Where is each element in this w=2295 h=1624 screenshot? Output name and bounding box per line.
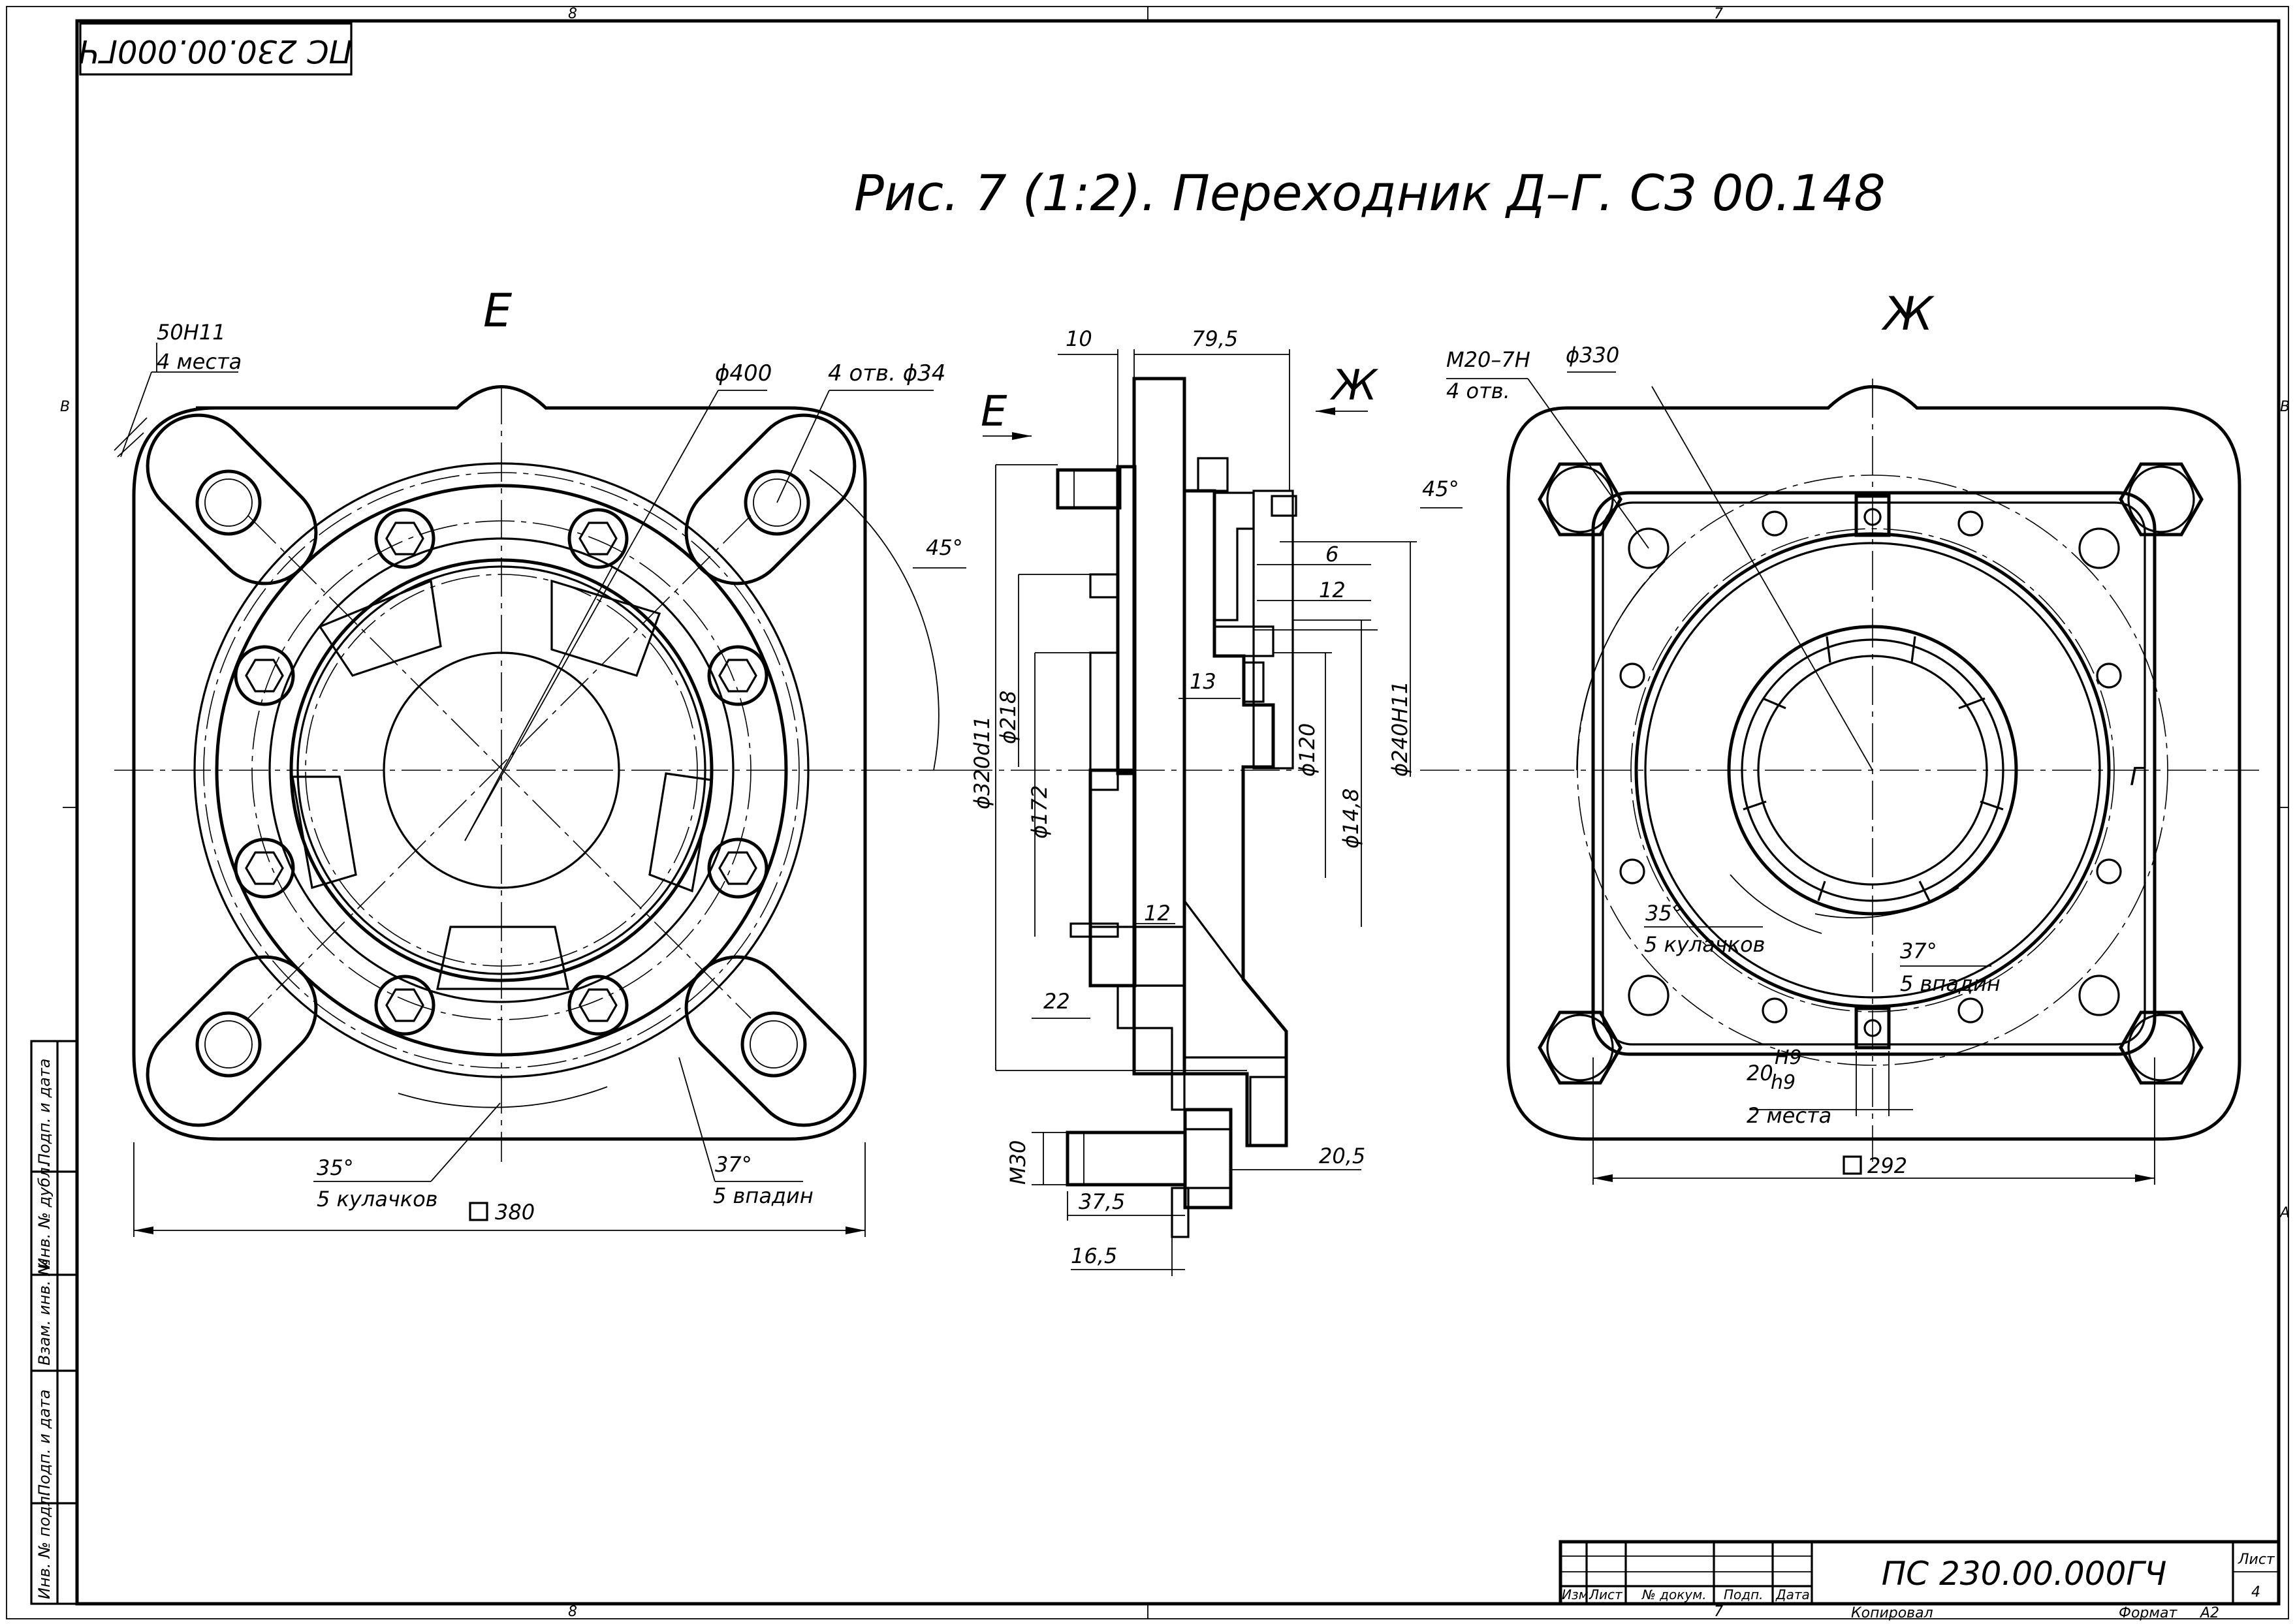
side-field-replace-inv: Взам. инв. № bbox=[35, 1259, 54, 1366]
sheet-frame: 8 7 8 7 B B A bbox=[6, 6, 2290, 1620]
zone-mark-top-right: 7 bbox=[1714, 6, 1723, 22]
tb-format-value: А2 bbox=[2199, 1605, 2219, 1621]
dim-d218: ϕ218 bbox=[996, 691, 1021, 744]
view-zh-outline bbox=[1506, 385, 2241, 1141]
side-stamp: Подп. и дата Инв. № дубл. Взам. инв. № П… bbox=[30, 1040, 78, 1605]
corner-nut-bl bbox=[1538, 1010, 1622, 1085]
dim-6: 6 bbox=[1325, 542, 1338, 567]
dim-22: 22 bbox=[1043, 989, 1070, 1014]
thread-count: 4 отв. bbox=[1446, 379, 1510, 403]
jaws-e: 5 кулачков bbox=[317, 1187, 438, 1211]
fit-lower: h9 bbox=[1771, 1071, 1796, 1094]
view-e-outline bbox=[132, 385, 867, 1141]
inverted-stamp-text: ПС 230.00.000ГЧ bbox=[78, 33, 352, 69]
angle-45-zh: 45° bbox=[1422, 476, 1459, 501]
zone-mark-bottom-right: 7 bbox=[1714, 1604, 1723, 1620]
angle-35-e: 35° bbox=[317, 1155, 354, 1180]
bolt-ring-zh bbox=[1619, 510, 2122, 1023]
jaw-slots-zh bbox=[1743, 636, 2004, 901]
tb-sheet-number: 4 bbox=[2251, 1584, 2260, 1601]
dim-square-292: 292 bbox=[1867, 1153, 1907, 1178]
fit-count: 2 места bbox=[1747, 1103, 1831, 1128]
dim-10: 10 bbox=[1066, 326, 1092, 351]
dim-d148: ϕ14,8 bbox=[1338, 789, 1363, 849]
view-e-label: Е bbox=[483, 284, 513, 337]
side-field-dup-inv: Инв. № дубл. bbox=[35, 1163, 54, 1270]
dim-12-bot: 12 bbox=[1144, 901, 1171, 926]
tb-format-label: Формат bbox=[2119, 1605, 2177, 1621]
recesses-zh: 5 впадин bbox=[1900, 971, 2001, 996]
section-view: 10 79,5 Е Ж 6 12 13 ϕ320d11 ϕ218 ϕ172 ϕ1… bbox=[953, 326, 1417, 1276]
jaw-recesses-e bbox=[291, 579, 713, 990]
view-zh-label: Ж bbox=[1881, 287, 1935, 341]
dim-79-5: 79,5 bbox=[1192, 326, 1238, 351]
dim-d320: ϕ320d11 bbox=[970, 716, 994, 809]
threaded-holes-zh bbox=[1628, 527, 2120, 1016]
row-mark-right-a: A bbox=[2279, 1205, 2290, 1221]
view-zh: Г 292 20 H9 h9 2 места M20–7H 4 отв. ϕ33… bbox=[1420, 287, 2259, 1185]
dim-37-5: 37,5 bbox=[1079, 1189, 1125, 1214]
side-field-sign-date-1: Подп. и дата bbox=[35, 1059, 54, 1166]
dim-13: 13 bbox=[1190, 669, 1216, 694]
corner-nut-tl bbox=[1538, 462, 1622, 537]
angle-45-e: 45° bbox=[926, 535, 963, 560]
tb-col-doc: № докум. bbox=[1641, 1587, 1707, 1602]
dim-d172: ϕ172 bbox=[1027, 785, 1052, 839]
angle-37-e: 37° bbox=[715, 1152, 752, 1177]
holes-spec: 4 отв. ϕ34 bbox=[828, 360, 945, 386]
fit-nominal: 20 bbox=[1747, 1061, 1773, 1085]
dim-square-380: 380 bbox=[495, 1200, 535, 1225]
dim-16-5: 16,5 bbox=[1071, 1243, 1117, 1268]
tb-copied: Копировал bbox=[1851, 1605, 1933, 1621]
thread-m30: M30 bbox=[1005, 1140, 1030, 1185]
tb-col-list: Лист bbox=[1589, 1587, 1623, 1602]
slot-bottom-right bbox=[684, 955, 857, 1127]
dim-d120: ϕ120 bbox=[1295, 723, 1320, 777]
figure-title: Рис. 7 (1:2). Переходник Д–Г. СЗ 00.148 bbox=[854, 164, 1886, 222]
slot-bottom-left bbox=[146, 955, 318, 1127]
slot-size: 50H11 bbox=[157, 320, 226, 345]
row-mark-left-b: B bbox=[60, 399, 70, 415]
row-mark-right-b: B bbox=[2280, 399, 2290, 415]
slot-top-left bbox=[146, 413, 318, 586]
recesses-e: 5 впадин bbox=[713, 1183, 814, 1208]
thread-spec: M20–7H bbox=[1446, 347, 1530, 372]
dim-12-top: 12 bbox=[1319, 578, 1346, 602]
angle-37-zh: 37° bbox=[1900, 939, 1937, 963]
corner-nut-tr bbox=[2119, 462, 2204, 537]
slot-count: 4 места bbox=[157, 349, 242, 374]
tb-sheet-label: Лист bbox=[2238, 1552, 2275, 1568]
side-field-sign-date-2: Подп. и дата bbox=[35, 1390, 54, 1497]
tb-designation: ПС 230.00.000ГЧ bbox=[1882, 1555, 2167, 1593]
view-e: 380 50H11 4 места ϕ400 4 отв. ϕ34 45° 35… bbox=[114, 284, 966, 1237]
arrow-e-label: Е bbox=[981, 388, 1007, 436]
zone-mark-bottom-left: 8 bbox=[568, 1604, 577, 1620]
tb-col-date: Дата bbox=[1775, 1587, 1810, 1602]
dim-d240: ϕ240H11 bbox=[1387, 681, 1412, 777]
tb-col-izm: Изм. bbox=[1562, 1587, 1592, 1602]
section-mark-g: Г bbox=[2130, 762, 2145, 791]
fit-upper: H9 bbox=[1775, 1046, 1802, 1069]
title-block: Изм. Лист № докум. Подп. Дата ПС 230.00.… bbox=[1559, 1540, 2281, 1621]
angle-35-zh: 35° bbox=[1645, 901, 1683, 926]
jaws-zh: 5 кулачков bbox=[1644, 932, 1765, 957]
dim-d330: ϕ330 bbox=[1566, 343, 1619, 367]
slot-top-right bbox=[684, 413, 857, 586]
inverted-stamp: ПС 230.00.000ГЧ bbox=[78, 22, 353, 76]
dim-d400: ϕ400 bbox=[715, 360, 772, 386]
arrow-zh-label: Ж bbox=[1329, 362, 1379, 410]
tb-col-sign: Подп. bbox=[1724, 1587, 1764, 1602]
dim-20-5: 20,5 bbox=[1319, 1144, 1365, 1168]
side-field-orig-inv: Инв. № подл. bbox=[35, 1491, 54, 1599]
bolt-ring-e bbox=[234, 508, 768, 1036]
corner-nut-br bbox=[2119, 1010, 2204, 1085]
zone-mark-top-left: 8 bbox=[568, 6, 577, 22]
